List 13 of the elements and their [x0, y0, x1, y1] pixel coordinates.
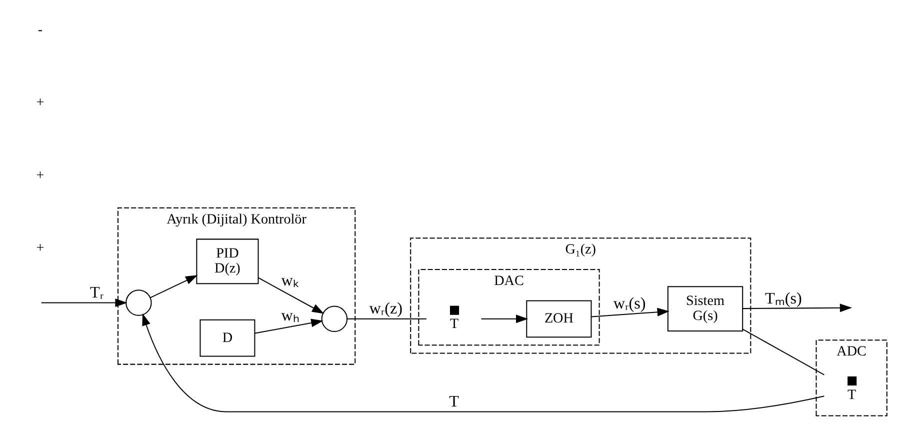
label: +	[36, 167, 44, 184]
edge-label: Tₘ(s)	[764, 290, 802, 308]
edge-label: Tᵣ	[90, 284, 104, 302]
label: +	[36, 94, 44, 111]
node-label: T	[847, 386, 856, 403]
edge-label: wₕ	[280, 308, 298, 325]
edge-label: T	[448, 393, 458, 410]
label: -	[37, 22, 42, 38]
edge-label: wᵣ(z)	[368, 300, 402, 318]
label: +	[36, 240, 44, 256]
node-label: T	[449, 316, 458, 332]
edge-label: wₖ	[280, 272, 298, 290]
edge-label: wᵣ(s)	[612, 296, 646, 313]
